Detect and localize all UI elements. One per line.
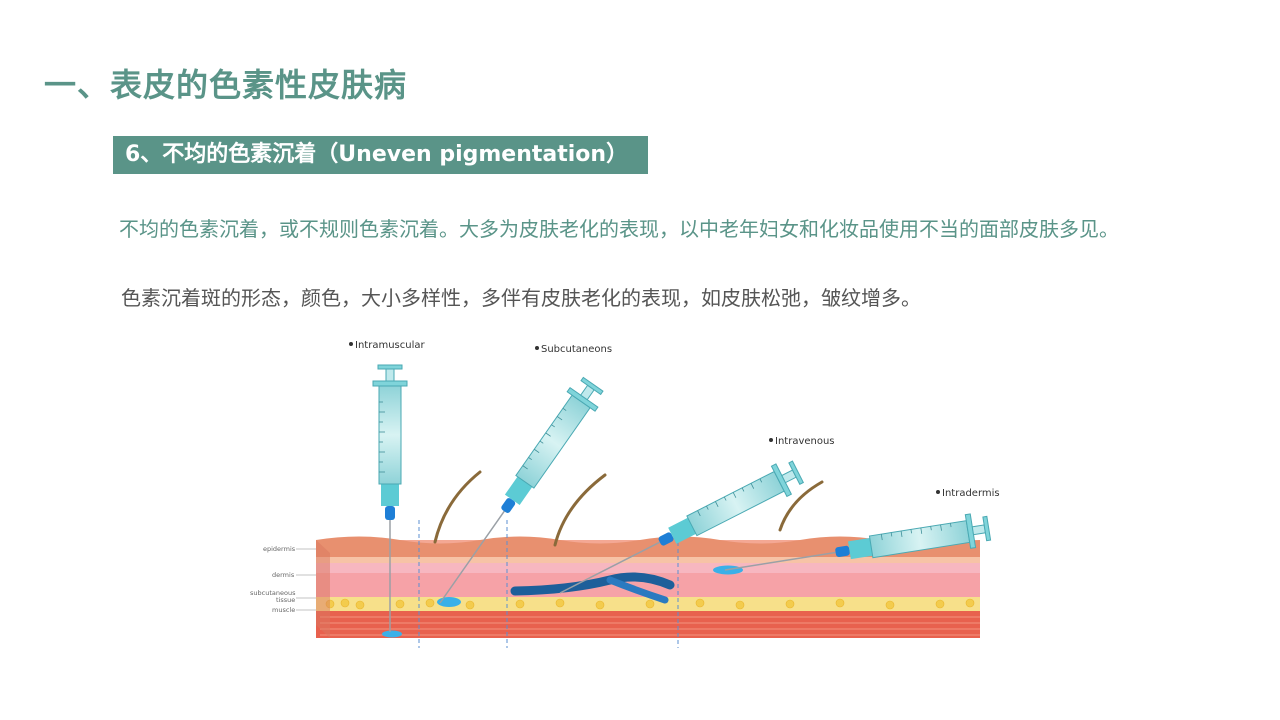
section-subtitle: 6、不均的色素沉着（Uneven pigmentation） — [113, 136, 648, 174]
description-paragraph-1: 不均的色素沉着，或不规则色素沉着。大多为皮肤老化的表现，以中老年妇女和化妆品使用… — [119, 217, 1119, 241]
layer-epidermis: epidermis — [263, 545, 296, 553]
layer-subcutaneous: subcutaneous — [250, 589, 296, 597]
injection-labels: Intramuscular Subcutaneons Intravenous I… — [349, 340, 1000, 499]
label-intravenous: Intravenous — [775, 436, 835, 447]
layer-labels: epidermis dermis subcutaneous tissue mus… — [250, 545, 316, 614]
page-title: 一、表皮的色素性皮肤病 — [44, 66, 408, 104]
layer-dermis: dermis — [272, 571, 295, 579]
syringe-intravenous — [559, 460, 805, 594]
description-paragraph-2: 色素沉着斑的形态，颜色，大小多样性，多伴有皮肤老化的表现，如皮肤松弛，皱纹增多。 — [121, 286, 921, 310]
guide-lines — [418, 520, 679, 648]
vein — [510, 572, 675, 604]
layer-muscle: muscle — [272, 606, 295, 614]
syringe-intradermis — [724, 513, 992, 571]
syringe-subcutaneons — [439, 376, 604, 604]
label-subcutaneons: Subcutaneons — [541, 344, 612, 355]
injection-illustration: Intramuscular Subcutaneons Intravenous I… — [240, 330, 1000, 660]
label-intradermis: Intradermis — [942, 488, 1000, 499]
layer-tissue: tissue — [276, 596, 295, 604]
syringe-intramuscular — [372, 364, 408, 632]
label-intramuscular: Intramuscular — [355, 340, 425, 351]
hair-strands — [433, 470, 824, 547]
